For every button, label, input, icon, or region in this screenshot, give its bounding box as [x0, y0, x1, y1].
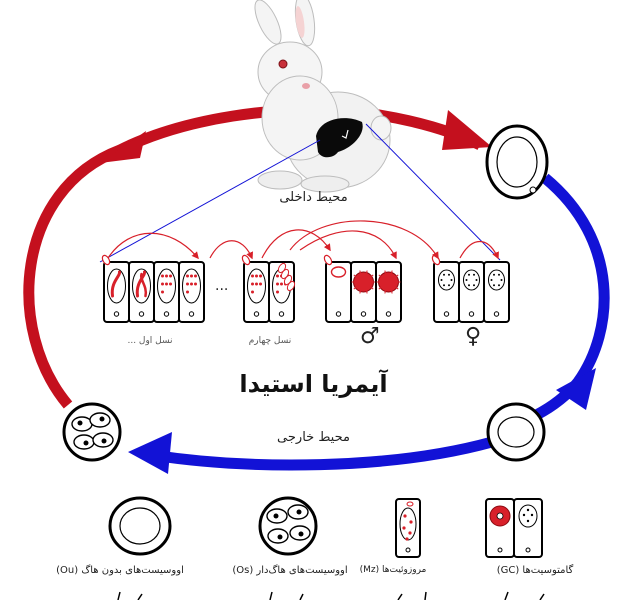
diagram-title: آیمریا استیدا	[239, 370, 388, 398]
blue-arrowhead-right	[556, 368, 596, 410]
epithelial-cell-group-female	[431, 254, 510, 323]
red-cycle-arc	[23, 104, 483, 409]
male-symbol: ♂	[360, 324, 380, 349]
female-symbol: ♀	[465, 324, 482, 349]
outer-environment-label: محیط خارجی	[277, 430, 350, 445]
stage-transition-arrows	[107, 220, 499, 260]
fourth-generation-label: نسل چهارم	[248, 336, 292, 346]
legend-merozoite-cell-icon	[395, 498, 421, 558]
legend-sporulated-oocysts-label: اووسیست‌های هاگ‌دار (Os)	[232, 565, 348, 576]
epithelial-cell-row	[101, 254, 510, 323]
zoom-line-left	[99, 139, 321, 263]
red-arrowhead-top-right	[442, 110, 492, 150]
legend-merozoites-label: مروزوئیت‌ها (Mz)	[359, 565, 427, 575]
oocyst-icon	[485, 124, 549, 200]
zoom-line-right	[365, 123, 501, 261]
legend-unsporulated-oocyst-icon	[108, 496, 172, 556]
legend-gametocytes-label: گامتوسیت‌ها (GC)	[496, 565, 574, 576]
blue-cycle-arc-bottom	[151, 436, 494, 471]
sporulated-oocyst-icon	[62, 402, 122, 462]
epithelial-cell-group-gen4	[241, 254, 295, 323]
liver-icon	[316, 118, 363, 158]
red-arrowhead-top-left	[100, 131, 146, 163]
blue-arrowhead-bottom	[128, 432, 172, 474]
epithelial-cell-group-gen1	[101, 254, 205, 323]
epithelial-cell-group-male	[323, 254, 402, 323]
oocyst-icon	[486, 402, 546, 462]
generation-ellipsis: ...	[215, 278, 229, 294]
legend-gametocyte-cells-icon	[485, 498, 543, 558]
legend-unsporulated-oocysts-label: اووسیست‌های بدون هاگ (Ou)	[56, 565, 184, 576]
inner-environment-label: محیط داخلی	[279, 190, 348, 205]
partial-bottom-row	[117, 591, 545, 600]
rabbit-icon	[254, 0, 392, 193]
legend-sporulated-oocyst-icon	[258, 496, 318, 556]
first-generation-label: نسل اول ...	[127, 336, 173, 346]
